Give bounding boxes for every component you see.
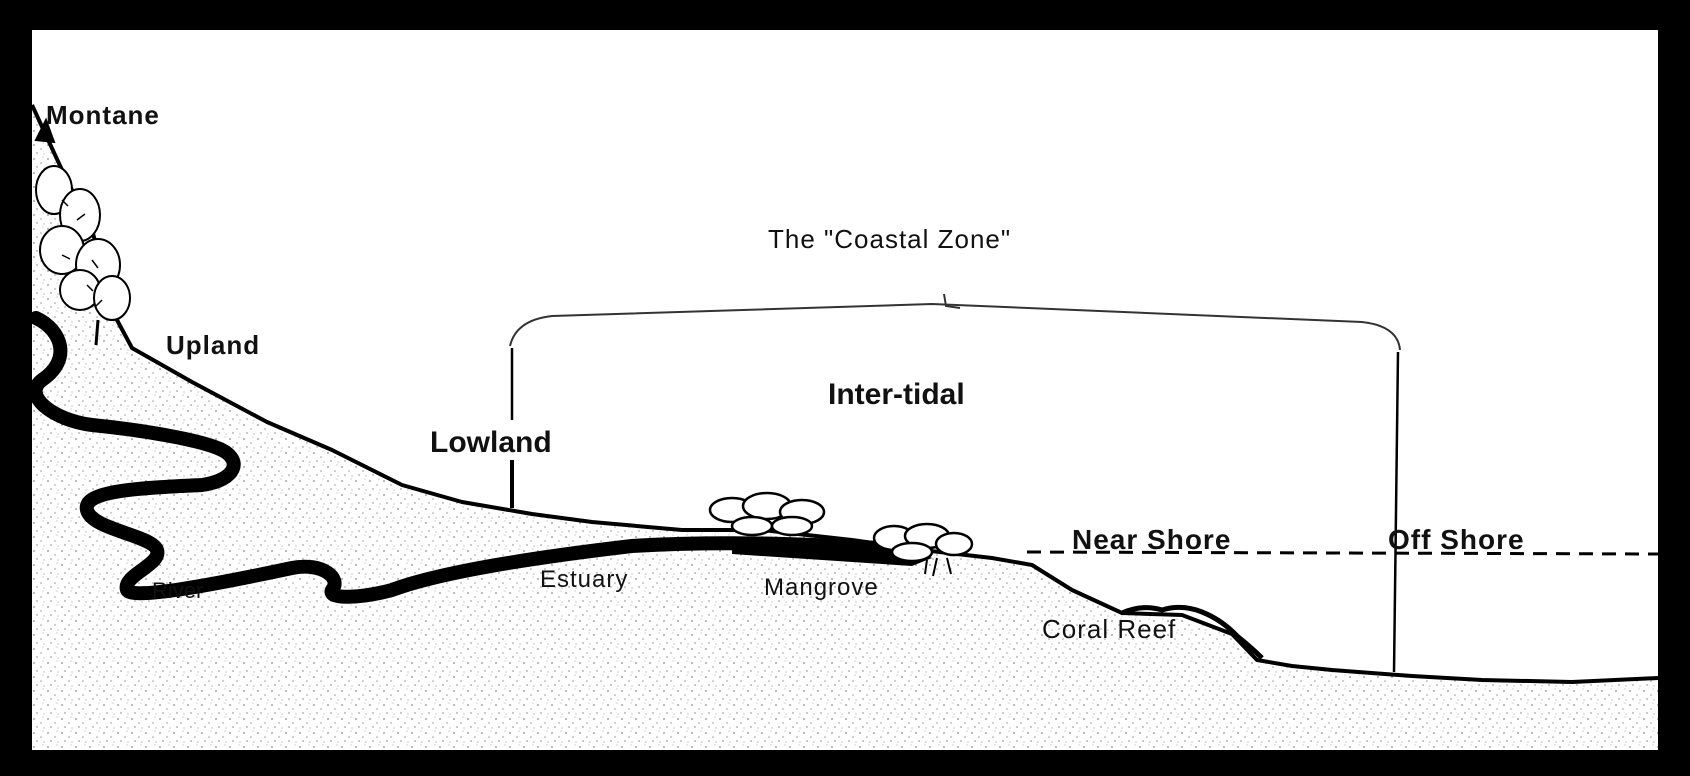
river-channel: [32, 311, 919, 604]
estuary-channel: [732, 540, 932, 566]
label-near-shore: Near Shore: [1072, 524, 1232, 555]
montane-trees: [34, 117, 131, 346]
coastal-zone-diagram: [32, 104, 1658, 750]
label-coral-reef: Coral Reef: [1042, 614, 1177, 644]
bracket-tick: [943, 293, 961, 309]
coastal-zone-bracket: [509, 302, 1401, 351]
land-mass: [32, 105, 1658, 750]
label-mangrove: Mangrove: [764, 574, 879, 601]
label-upland: Upland: [166, 330, 261, 360]
label-estuary: Estuary: [540, 566, 629, 593]
label-off-shore: Off Shore: [1388, 524, 1525, 555]
label-montane: Montane: [46, 100, 160, 130]
label-river: River: [152, 578, 204, 603]
shrub-cluster: [708, 491, 826, 537]
offshore-boundary-line: [1392, 351, 1400, 673]
label-lowland: Lowland: [430, 426, 552, 459]
mangrove-clump: [872, 522, 974, 577]
diagram-title: The "Coastal Zone": [768, 224, 1012, 254]
diagram-frame: Montane Upland Lowland The "Coastal Zone…: [28, 26, 1662, 754]
label-inter-tidal: Inter-tidal: [828, 378, 965, 411]
coral-reef-shape: [1120, 604, 1264, 660]
sea-level-dashed-line: [1026, 550, 1658, 556]
